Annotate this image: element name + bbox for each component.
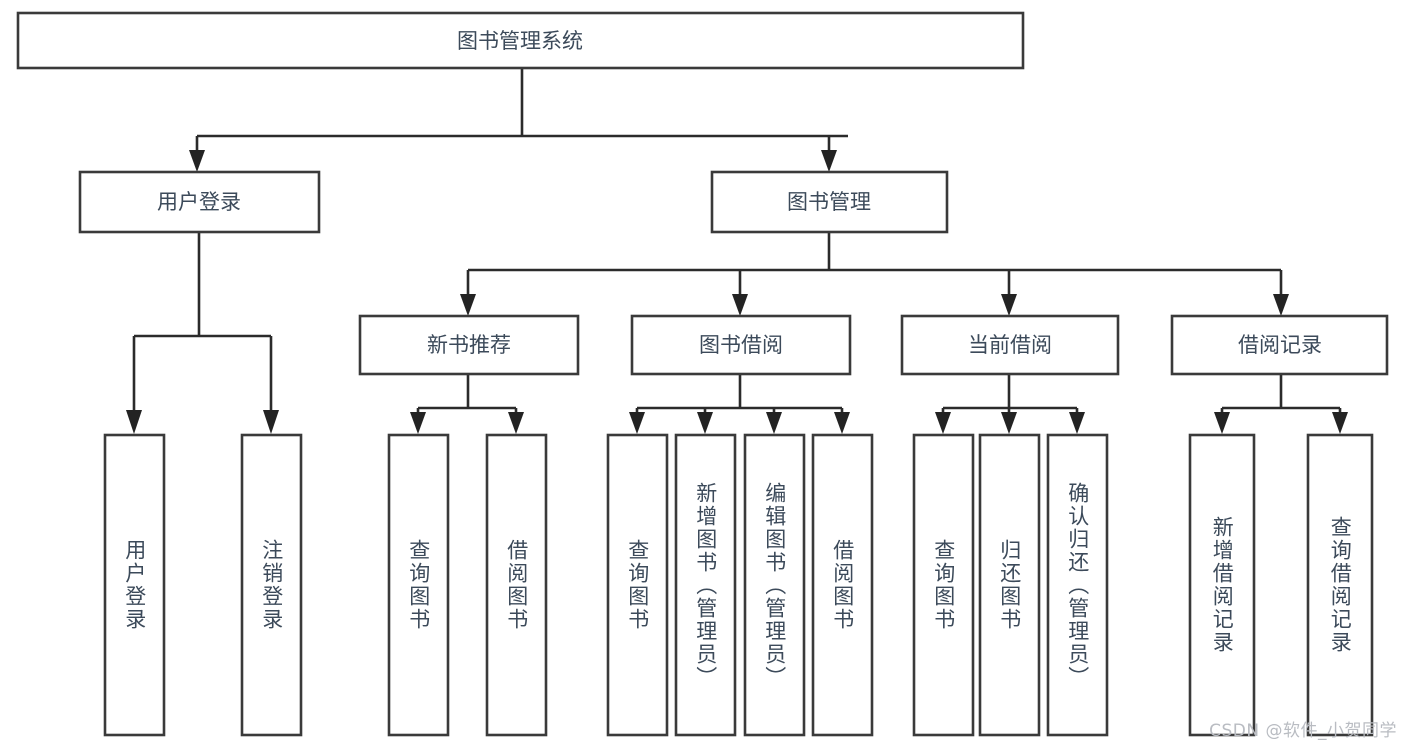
connector-root-to-level2 (189, 68, 848, 172)
node-book-borrow-box[interactable] (630, 314, 852, 376)
node-current-borrow-box[interactable] (900, 314, 1120, 376)
leaf-box-borrow-book-2[interactable] (811, 433, 874, 737)
connector-current-to-leaves (935, 374, 1085, 434)
leaf-box-query-book-2[interactable] (606, 433, 669, 737)
leaf-box-query-book-1[interactable] (387, 433, 450, 737)
leaf-box-return-book[interactable] (978, 433, 1041, 737)
node-root-label: 图书管理系统 (457, 29, 583, 53)
connector-records-to-leaves (1214, 374, 1348, 434)
leaf-box-query-book-3[interactable] (912, 433, 975, 737)
node-borrow-record-label: 借阅记录 (1238, 333, 1322, 357)
watermark-text: CSDN @软件_小贺同学 (1209, 721, 1397, 741)
node-user-login-label: 用户登录 (157, 190, 241, 214)
node-borrow-record-box[interactable] (1170, 314, 1389, 376)
leaf-box-borrow-book-1[interactable] (485, 433, 548, 737)
node-user-login-box[interactable] (78, 170, 321, 234)
node-current-borrow-label: 当前借阅 (968, 333, 1052, 357)
leaf-box-confirm-return-admin[interactable] (1046, 433, 1109, 737)
leaf-box-edit-book-admin[interactable] (743, 433, 806, 737)
leaf-box-add-book-admin[interactable] (674, 433, 737, 737)
node-new-book-recommend-label: 新书推荐 (427, 333, 511, 357)
connector-userlogin-to-leaves (126, 232, 279, 434)
node-new-book-recommend-box[interactable] (358, 314, 580, 376)
leaf-box-query-borrow-record[interactable] (1306, 433, 1374, 737)
connector-borrow-to-leaves (629, 374, 850, 434)
leaf-box-user-login[interactable] (103, 433, 166, 737)
connector-bookmgmt-to-level3 (460, 232, 1289, 316)
connector-newbook-to-leaves (410, 374, 524, 434)
node-book-borrow-label: 图书借阅 (699, 333, 783, 357)
leaf-box-add-borrow-record[interactable] (1188, 433, 1256, 737)
node-book-management-label: 图书管理 (787, 190, 871, 214)
node-book-management-box[interactable] (710, 170, 949, 234)
node-root-box[interactable] (16, 11, 1025, 70)
leaf-box-logout[interactable] (240, 433, 303, 737)
leaf-boxes-group (103, 433, 1374, 737)
